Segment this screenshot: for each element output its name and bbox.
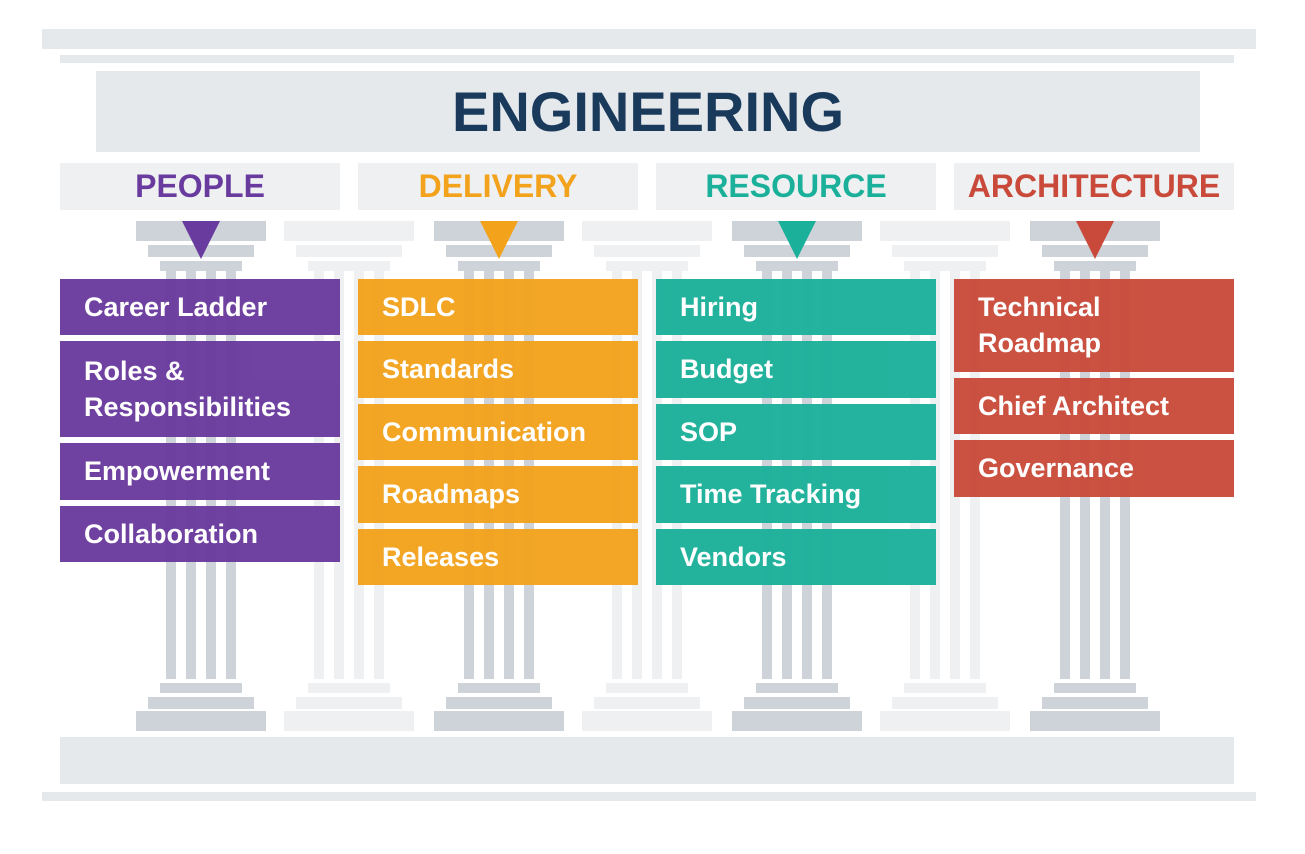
down-arrow-icon (778, 221, 816, 259)
column-title: ARCHITECTURE (967, 168, 1221, 204)
list-item: SOP (656, 403, 936, 461)
column-header-people: PEOPLE (60, 163, 340, 210)
title-band: ENGINEERING (96, 71, 1200, 152)
list-item: Standards (358, 341, 638, 398)
column-title: RESOURCE (705, 168, 887, 204)
list-item: Roadmaps (358, 466, 638, 523)
column-title: DELIVERY (418, 168, 578, 204)
base-band (60, 737, 1234, 784)
down-arrow-icon (480, 221, 518, 259)
list-item: Vendors (656, 528, 936, 586)
column-header-delivery: DELIVERY (358, 163, 638, 210)
diagram-title: ENGINEERING (451, 80, 845, 143)
list-item: Budget (656, 341, 936, 398)
list-item: Governance (954, 440, 1234, 497)
roof-line (60, 55, 1234, 63)
column-header-architecture: ARCHITECTURE (954, 163, 1234, 210)
list-item: Collaboration (60, 505, 340, 563)
column-title: PEOPLE (135, 168, 265, 204)
roof-top (42, 29, 1256, 49)
list-item: Communication (358, 403, 638, 461)
list-item: Releases (358, 528, 638, 586)
column-header-resource: RESOURCE (656, 163, 936, 210)
list-item: Chief Architect (954, 377, 1234, 435)
list-item: Time Tracking (656, 466, 936, 523)
down-arrow-icon (182, 221, 220, 259)
base-line (42, 792, 1256, 801)
down-arrow-icon (1076, 221, 1114, 259)
list-item: SDLC (358, 279, 638, 336)
list-item: Technical Roadmap (954, 279, 1234, 372)
list-item: Career Ladder (60, 279, 340, 336)
list-item: Empowerment (60, 443, 340, 500)
list-item: Roles & Responsibilities (60, 341, 340, 438)
list-item: Hiring (656, 279, 936, 336)
